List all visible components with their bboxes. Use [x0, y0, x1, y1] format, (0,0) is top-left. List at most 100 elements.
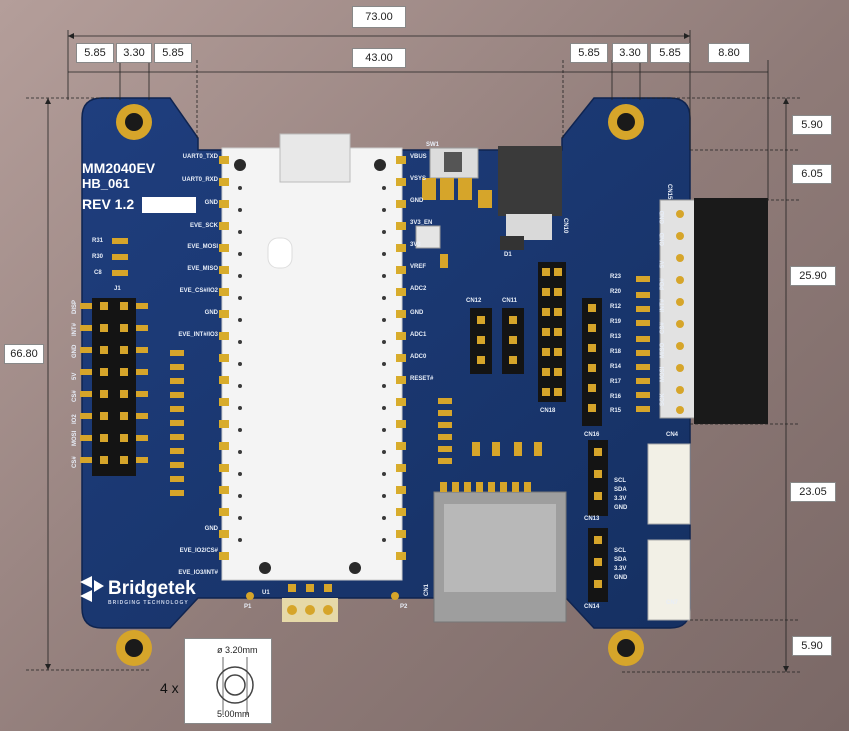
pin-label: INT# [660, 298, 666, 312]
pin-label: GND [614, 575, 628, 581]
pin-label: SCL [614, 548, 626, 554]
ref-p2: P2 [400, 604, 408, 610]
hole-detail-icon [216, 657, 254, 715]
dim-right-overhang: 8.80 [708, 43, 750, 63]
pin-label: MOSI [72, 430, 78, 446]
resistor-label: R19 [610, 319, 622, 325]
brand-name: Bridgetek [108, 578, 196, 599]
pico-module [221, 147, 403, 581]
resistor-label: R12 [610, 304, 622, 310]
ref-j1: J1 [114, 286, 121, 292]
resistor-label: R23 [610, 274, 622, 280]
resistor-label: C8 [94, 270, 102, 276]
signal-label: RESET# [410, 376, 434, 382]
signal-label: VBUS [410, 154, 427, 160]
ref-d1: D1 [504, 252, 512, 258]
resistor-label: R15 [610, 408, 622, 414]
pin-label: GND [614, 505, 628, 511]
resistor-label: R17 [610, 379, 622, 385]
ref-p1: P1 [244, 604, 252, 610]
j1-header [92, 298, 136, 476]
pin-label: SDA [614, 487, 627, 493]
ref-cn4: CN4 [666, 432, 679, 438]
pin-label: CS# [660, 322, 666, 334]
signal-label: UART0_TXD [182, 154, 218, 160]
dim-left-a: 5.85 [76, 43, 114, 63]
dim-r-top2: 6.05 [792, 164, 832, 184]
signal-label: ADC2 [410, 286, 427, 292]
bridgetek-logo-mark [80, 576, 104, 602]
dim-r-bottom: 5.90 [792, 636, 832, 656]
resistor-label: R20 [610, 289, 622, 295]
signal-label: GND [410, 198, 424, 204]
ref-cn18: CN18 [540, 408, 556, 414]
pin-label: SDA [614, 557, 627, 563]
mounting-holes [116, 104, 644, 666]
hole-diameter: ø 3.20mm [217, 645, 258, 655]
pin-label: 3.3V [614, 496, 627, 502]
pico-pins [219, 156, 406, 560]
signal-label: EVE_IO3/INT# [178, 570, 218, 576]
signal-label: GND [204, 200, 218, 206]
ref-cn12: CN12 [466, 298, 482, 304]
dim-right-c: 5.85 [650, 43, 690, 63]
dimension-arrows [45, 33, 789, 672]
pin-label: CS# [72, 390, 78, 402]
pin-label: PD# [660, 278, 666, 290]
board-name-line2: HB_061 [82, 176, 130, 191]
signal-label: GND [410, 310, 424, 316]
cn16-header [582, 298, 602, 426]
ref-cn14: CN14 [584, 604, 600, 610]
hole-width: 5.00mm [217, 709, 250, 719]
pin-label: CS# [72, 456, 78, 468]
ref-cn16: CN16 [584, 432, 600, 438]
reset-button [415, 225, 441, 249]
resistor-label: R13 [610, 334, 622, 340]
dim-inner-width: 43.00 [352, 48, 406, 68]
dimension-lines [26, 30, 800, 673]
signal-label: EVE_INT#/IO3 [178, 332, 218, 338]
ref-cn15: CN15 [666, 184, 672, 200]
pin-label: SCK [660, 393, 666, 406]
cn7-connector [647, 539, 691, 621]
signal-label: EVE_MISO [187, 266, 218, 272]
signal-label: EVE_MOSI [187, 244, 218, 250]
ref-cn1: CN1 [424, 583, 430, 596]
pin-label: GND [660, 210, 666, 224]
board-revision: REV 1.2 [82, 196, 135, 212]
pin-label: IO2 [72, 414, 78, 424]
signal-label: ADC1 [410, 332, 427, 338]
signal-label: EVE_SCK [189, 223, 218, 229]
resistor-label: R16 [610, 394, 622, 400]
pin-label: 5V [660, 260, 666, 268]
dim-right-b: 3.30 [612, 43, 648, 63]
cn10 [498, 146, 562, 216]
pin-label: GND [660, 232, 666, 246]
ref-sw1: SW1 [426, 142, 440, 148]
ref-u1: U1 [262, 590, 270, 596]
resistor-label: R14 [610, 364, 622, 370]
pin-label: GND [72, 344, 78, 358]
pin-label: INT# [72, 322, 78, 336]
hole-detail-box: ø 3.20mm 5.00mm [184, 638, 272, 724]
signal-label: EVE_CS#/IO2 [179, 288, 218, 294]
brand-tagline: BRIDGING TECHNOLOGY [108, 600, 189, 606]
signal-label: VREF [410, 264, 427, 270]
signal-label: VSYS [410, 176, 427, 182]
ref-cn13: CN13 [584, 516, 600, 522]
pin-label: MOSI [660, 366, 666, 382]
dim-r-mid: 25.90 [790, 266, 836, 286]
d1-diode [500, 236, 524, 250]
pin-label: SCL [614, 478, 626, 484]
pin-label: 3.3V [614, 566, 627, 572]
resistor-label: R31 [92, 238, 104, 244]
dim-overall-width: 73.00 [352, 6, 406, 28]
pin-label: 5V [72, 372, 78, 380]
signal-label: UART0_RXD [181, 177, 218, 183]
cn4-connector [647, 443, 691, 525]
revision-blank-box [142, 197, 196, 213]
dim-left-c: 5.85 [154, 43, 192, 63]
dim-r-low: 23.05 [790, 482, 836, 502]
signal-label: ADC0 [410, 354, 427, 360]
ref-cn10: CN10 [562, 218, 568, 234]
